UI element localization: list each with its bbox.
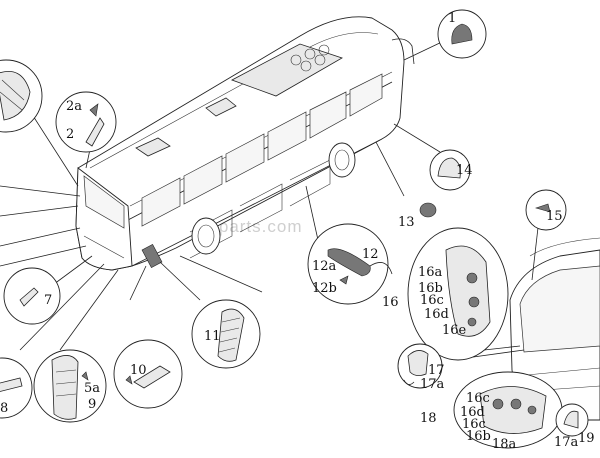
part-11-grille-lamp: [217, 308, 245, 362]
callout-7: [3, 267, 61, 325]
part-10-lamp: [133, 365, 171, 389]
label-1: 1: [448, 11, 456, 26]
callout-10: [113, 339, 183, 409]
label-16d-2: 16d: [460, 405, 485, 420]
label-16e: 16e: [442, 323, 467, 338]
label-11: 11: [204, 329, 221, 344]
callout-11: [191, 299, 261, 369]
label-2a: 2a: [66, 99, 82, 114]
roof-hatch-front: [205, 97, 237, 117]
part-16-headlamp: [445, 245, 491, 337]
label-18a: 18a: [492, 437, 517, 452]
front-wheel: [328, 142, 356, 178]
label-19: 19: [578, 431, 595, 446]
label-2: 2: [66, 127, 74, 142]
part-12-light-bar: [327, 248, 371, 277]
callout-16: [407, 227, 509, 361]
label-12: 12: [362, 247, 379, 262]
label-7: 7: [44, 293, 52, 308]
part-13-lamp: [419, 202, 437, 218]
callout-2: [55, 91, 117, 153]
part-labels: 1 2a 2 5a 7 8 9 10 11 12 12a 12b 13 14 1…: [0, 11, 595, 452]
label-14: 14: [456, 163, 473, 178]
label-17: 17: [428, 363, 445, 378]
label-16a: 16a: [418, 265, 443, 280]
label-16d: 16d: [424, 307, 449, 322]
label-12a: 12a: [312, 259, 337, 274]
part-14-lamp: [437, 157, 461, 179]
callout-top-left: [0, 59, 43, 133]
label-16: 16: [382, 295, 399, 310]
label-16b-2: 16b: [466, 429, 491, 444]
label-16c-2: 16c: [466, 391, 490, 406]
part-2a-bulb: [89, 103, 99, 117]
main-bus: [75, 16, 415, 271]
label-13: 13: [398, 215, 415, 230]
part-2-lamp: [85, 117, 105, 147]
label-5a: 5a: [84, 381, 100, 396]
label-9: 9: [88, 397, 96, 412]
label-16c: 16c: [420, 293, 444, 308]
callout-14: [429, 149, 471, 191]
part-19-lamp: [563, 410, 579, 429]
part-7-lamp: [19, 287, 39, 307]
callout-9: [33, 349, 107, 423]
leader-lines: [0, 39, 541, 397]
part-8-strip: [0, 377, 23, 392]
label-18: 18: [420, 411, 437, 426]
callout-18: [453, 371, 563, 449]
callout-12: [307, 223, 393, 305]
part-9-rear-lamp: [51, 355, 79, 420]
part-18-headlamp: [479, 386, 547, 434]
part-1-lamp: [451, 23, 473, 45]
part-12b-bulb: [339, 275, 349, 285]
callout-8: [0, 357, 33, 419]
part-5a-bulb: [81, 371, 89, 381]
part-17-lamp: [407, 350, 429, 376]
roof-ac-unit: [231, 43, 343, 97]
rear-lamp-top: [0, 70, 31, 121]
part-15-lamp: [534, 203, 551, 213]
roof-hatch-rear: [135, 137, 171, 157]
side-windows: [141, 73, 383, 227]
label-17a-2: 17a: [554, 435, 579, 450]
label-16b: 16b: [418, 281, 443, 296]
label-12b: 12b: [312, 281, 337, 296]
callout-15: [525, 189, 567, 231]
label-10: 10: [130, 363, 147, 378]
callout-1: [437, 9, 487, 59]
label-15: 15: [546, 209, 563, 224]
rear-wheel: [191, 217, 221, 255]
callout-17: [397, 343, 443, 389]
label-16c-3: 16c: [462, 417, 486, 432]
callout-13: [419, 202, 437, 218]
label-17a: 17a: [420, 377, 445, 392]
callout-19: [555, 403, 589, 437]
label-8: 8: [0, 401, 8, 416]
